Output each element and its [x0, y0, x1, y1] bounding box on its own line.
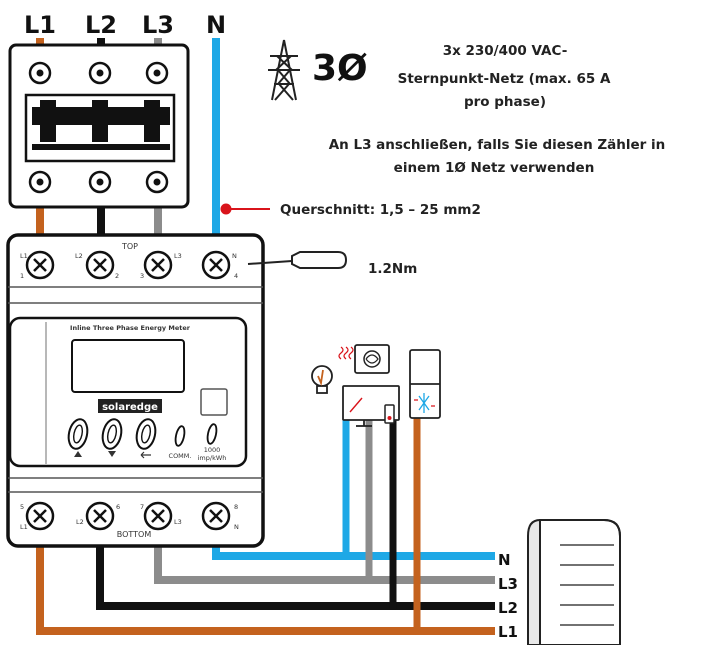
- terminal-top-3: L3 3: [140, 250, 182, 280]
- meter-button-down[interactable]: [100, 417, 124, 457]
- arrow-up-icon: [74, 451, 82, 457]
- junction-l1: [413, 627, 421, 635]
- meter-brand-badge: [98, 399, 162, 413]
- meter-led-impulse: 1000 imp/kWh: [198, 423, 227, 462]
- single-phase-note-line1: An L3 anschließen, falls Sie diesen Zähl…: [329, 137, 666, 153]
- network-spec-line2: Sternpunkt-Netz (max. 65 A: [398, 71, 611, 87]
- breaker-screw-bottom-3: [145, 170, 169, 194]
- breaker-screw-bottom-2: [88, 170, 112, 194]
- terminal-top-4-label: N: [232, 252, 237, 260]
- phase-label-l1: L1: [24, 11, 56, 39]
- fridge-icon: [409, 349, 441, 419]
- terminal-top-4-number: 4: [234, 272, 238, 280]
- energy-meter: TOP BOTTOM L1 1 L2 2 L3 3 N 4: [6, 233, 265, 548]
- terminal-top-3-number: 3: [140, 272, 144, 280]
- torque-label: 1.2Nm: [368, 261, 417, 277]
- bus-label-l1: L1: [498, 623, 518, 641]
- terminal-bottom-8: 8 N: [201, 501, 239, 531]
- bus-label-n: N: [498, 551, 511, 569]
- terminal-top-2: L2 2: [75, 250, 119, 280]
- terminal-top-2-label: L2: [75, 252, 83, 260]
- terminal-bottom-6: 6 L2: [76, 501, 120, 531]
- cross-section-label: Querschnitt: 1,5 – 25 mm2: [280, 202, 481, 218]
- terminal-bottom-5-number: 5: [20, 503, 24, 511]
- network-symbol: 3Ø: [312, 48, 368, 89]
- terminal-bottom-7: 7 L3: [140, 501, 182, 531]
- light-bulb-icon: [311, 365, 333, 394]
- meter-title: Inline Three Phase Energy Meter: [70, 324, 191, 332]
- terminal-bottom-6-label: L2: [76, 518, 84, 526]
- terminal-bottom-7-label: L3: [174, 518, 182, 526]
- circuit-breaker: [8, 43, 190, 209]
- terminal-bottom-6-number: 6: [116, 503, 120, 511]
- terminal-bottom-8-label: N: [234, 523, 239, 531]
- network-spec-line1: 3x 230/400 VAC-: [443, 43, 568, 59]
- breaker-screw-top-1: [28, 61, 52, 85]
- meter-sensor-window: [200, 388, 228, 416]
- wire-l3-out: [154, 540, 495, 584]
- enter-arrow-icon: [140, 451, 151, 459]
- power-tower-icon: [268, 39, 300, 101]
- meter-button-enter[interactable]: [134, 417, 158, 459]
- junction-l2: [389, 602, 397, 610]
- phase-label-l2: L2: [85, 11, 117, 39]
- single-phase-note-line2: einem 1Ø Netz verwenden: [394, 160, 595, 176]
- network-spec-line3: pro phase): [464, 94, 546, 110]
- terminal-bottom-8-number: 8: [234, 503, 238, 511]
- terminal-top-2-number: 2: [115, 272, 119, 280]
- bus-label-l2: L2: [498, 599, 518, 617]
- wire-l2-out: [96, 540, 495, 610]
- terminal-top-3-label: L3: [174, 252, 182, 260]
- screwdriver-icon: [247, 251, 348, 269]
- junction-n: [342, 552, 350, 560]
- arrow-down-icon: [108, 451, 116, 457]
- inverter-icon: [527, 518, 621, 645]
- tv-icon: [342, 385, 400, 427]
- cross-section-pointer: [220, 203, 270, 215]
- bus-label-l3: L3: [498, 575, 518, 593]
- meter-brand: solaredge: [102, 402, 158, 413]
- breaker-screw-top-3: [145, 61, 169, 85]
- breaker-screw-top-2: [88, 61, 112, 85]
- junction-l3: [365, 576, 373, 584]
- terminal-bottom-7-number: 7: [140, 503, 144, 511]
- meter-top-label: TOP: [121, 242, 138, 251]
- meter-led-comm: COMM.: [169, 425, 192, 460]
- meter-impulse-unit: imp/kWh: [198, 454, 227, 462]
- terminal-top-1-label: L1: [20, 252, 28, 260]
- terminal-top-4: N 4: [201, 250, 238, 280]
- meter-impulse-value: 1000: [204, 446, 221, 454]
- terminal-bottom-5: 5 L1: [20, 501, 55, 531]
- meter-lcd-display: [71, 339, 185, 393]
- heater-icon: [338, 344, 390, 374]
- phase-label-l3: L3: [142, 11, 174, 39]
- breaker-switch-bar: [32, 100, 170, 150]
- breaker-screw-bottom-1: [28, 170, 52, 194]
- phase-label-n: N: [206, 11, 226, 39]
- meter-comm-label: COMM.: [169, 452, 192, 460]
- meter-bottom-label: BOTTOM: [117, 530, 152, 539]
- meter-button-up[interactable]: [66, 417, 90, 457]
- terminal-top-1: L1 1: [20, 250, 55, 280]
- terminal-bottom-5-label: L1: [20, 523, 28, 531]
- wire-l1-out: [36, 540, 495, 635]
- terminal-top-1-number: 1: [20, 272, 24, 280]
